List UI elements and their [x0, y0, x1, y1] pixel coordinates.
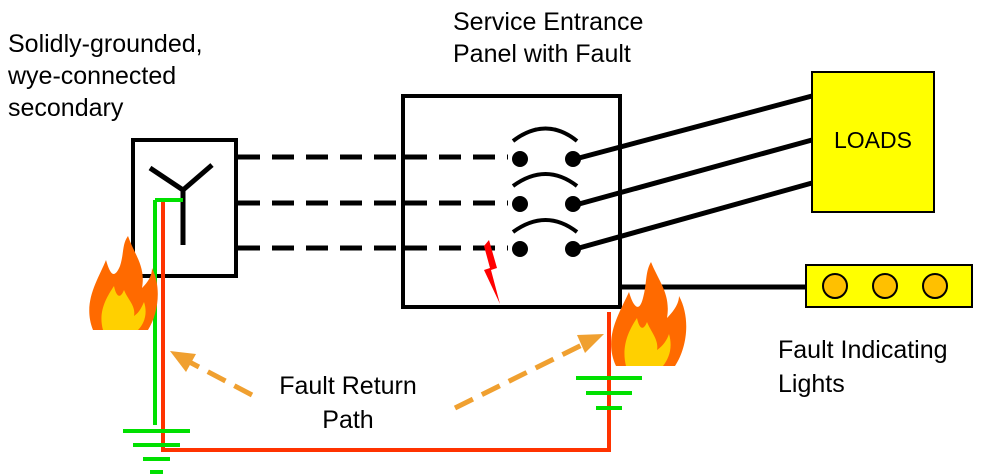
- transformer-label: Solidly-grounded, wye-connected secondar…: [7, 30, 203, 122]
- load-conductor-1: [578, 93, 813, 161]
- fault-lights-label-line-2: Lights: [778, 370, 845, 398]
- loads-box: [811, 71, 935, 213]
- fault-return-path-label-line-2: Path: [322, 406, 373, 434]
- load-conductor-2: [578, 137, 813, 207]
- transformer-label-line-2: wye-connected: [7, 62, 176, 90]
- fault-indicating-lights: [805, 264, 973, 308]
- load-conductor-3: [578, 180, 813, 251]
- fault-lights-label-line-1: Fault Indicating: [778, 336, 948, 364]
- indicator-lamp-3: [922, 273, 948, 299]
- fault-return-path-label: Fault Return Path: [279, 372, 417, 434]
- ground-symbol-icon: [576, 376, 642, 410]
- fault-lights-label: Fault Indicating Lights: [778, 336, 948, 398]
- breaker-1: [511, 126, 581, 167]
- lightning-spark-icon: [484, 240, 500, 304]
- transformer-label-line-3: secondary: [8, 94, 124, 122]
- panel-label: Service Entrance Panel with Fault: [453, 8, 643, 68]
- fault-current-path: [161, 200, 611, 452]
- ground-symbol-icon: [123, 429, 190, 474]
- return-arrow-right: [453, 334, 604, 411]
- indicator-lamp-1: [822, 273, 848, 299]
- panel-label-line-2: Panel with Fault: [453, 40, 631, 68]
- transformer: [131, 138, 238, 278]
- load-conductors: [578, 93, 813, 251]
- panel-label-line-1: Service Entrance: [453, 8, 643, 36]
- breaker-2: [511, 172, 581, 212]
- flame-icon: [89, 236, 158, 330]
- transformer-label-line-1: Solidly-grounded,: [8, 30, 203, 58]
- fault-return-path-label-line-1: Fault Return: [279, 372, 417, 400]
- flame-icon: [611, 262, 687, 366]
- loads-label: LOADS: [834, 127, 912, 153]
- loads: LOADS: [811, 71, 935, 213]
- indicator-lamp-2: [872, 273, 898, 299]
- breaker-3: [511, 218, 581, 257]
- return-arrow-left: [170, 351, 254, 398]
